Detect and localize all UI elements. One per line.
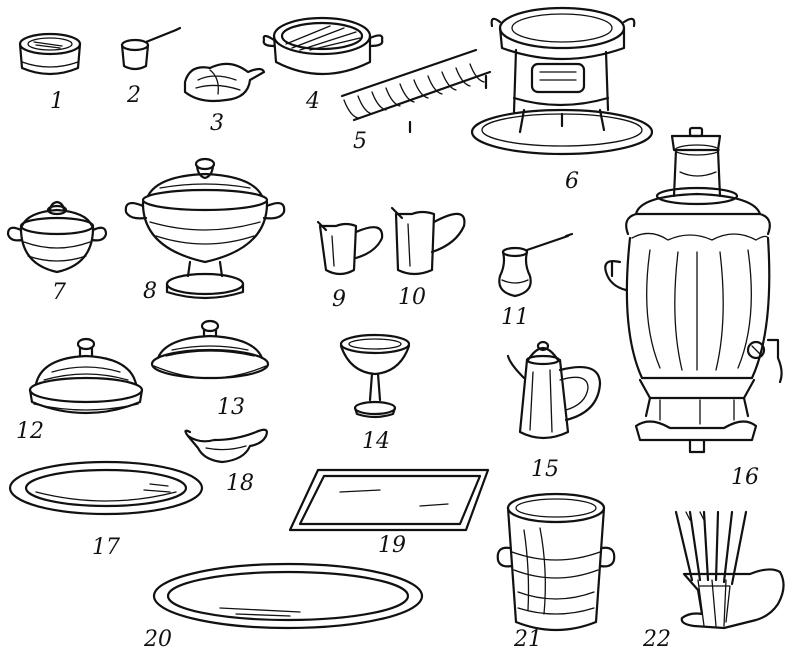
label-20: 20 — [144, 627, 172, 652]
item-10-large-creamer — [390, 206, 466, 276]
item-21-ice-bucket — [496, 492, 616, 632]
label-4: 4 — [306, 89, 320, 114]
item-15-coffee-pot — [506, 340, 602, 440]
item-5-grill-rack — [340, 48, 492, 134]
label-6: 6 — [565, 169, 579, 194]
item-8-soup-tureen — [124, 157, 286, 300]
label-3: 3 — [210, 111, 224, 136]
label-11: 11 — [501, 305, 529, 330]
label-12: 12 — [16, 419, 44, 444]
item-2-measuring-cup — [120, 26, 182, 71]
label-8: 8 — [143, 279, 157, 304]
label-19: 19 — [378, 533, 406, 558]
item-12-cloche-dish — [28, 337, 144, 415]
label-9: 9 — [332, 287, 346, 312]
label-22: 22 — [643, 627, 671, 652]
item-11-coffee-cezve — [498, 232, 574, 298]
label-16: 16 — [731, 465, 759, 490]
label-13: 13 — [217, 395, 245, 420]
label-14: 14 — [362, 429, 390, 454]
item-3-shell-dish — [183, 62, 266, 103]
item-20-oval-tray — [152, 562, 424, 630]
item-19-rectangular-tray — [288, 468, 490, 532]
item-18-gravy-boat — [184, 428, 268, 464]
item-22-skewer-holder — [674, 510, 785, 630]
label-10: 10 — [398, 285, 426, 310]
label-5: 5 — [353, 129, 367, 154]
item-13-covered-dish — [150, 319, 270, 380]
item-1-sieve-bowl — [18, 32, 82, 76]
item-6-brazier-stove — [470, 6, 654, 156]
item-16-samovar — [604, 126, 783, 454]
label-17: 17 — [92, 535, 120, 560]
item-17-round-platter — [8, 460, 204, 516]
label-15: 15 — [531, 457, 559, 482]
item-4-round-sieve — [262, 16, 384, 76]
item-14-compote-bowl — [339, 333, 411, 419]
label-1: 1 — [50, 89, 64, 114]
label-21: 21 — [514, 627, 542, 652]
label-7: 7 — [52, 280, 66, 305]
item-7-sugar-bowl — [6, 200, 108, 274]
label-2: 2 — [127, 83, 141, 108]
item-9-small-creamer — [316, 220, 384, 276]
label-18: 18 — [226, 471, 254, 496]
